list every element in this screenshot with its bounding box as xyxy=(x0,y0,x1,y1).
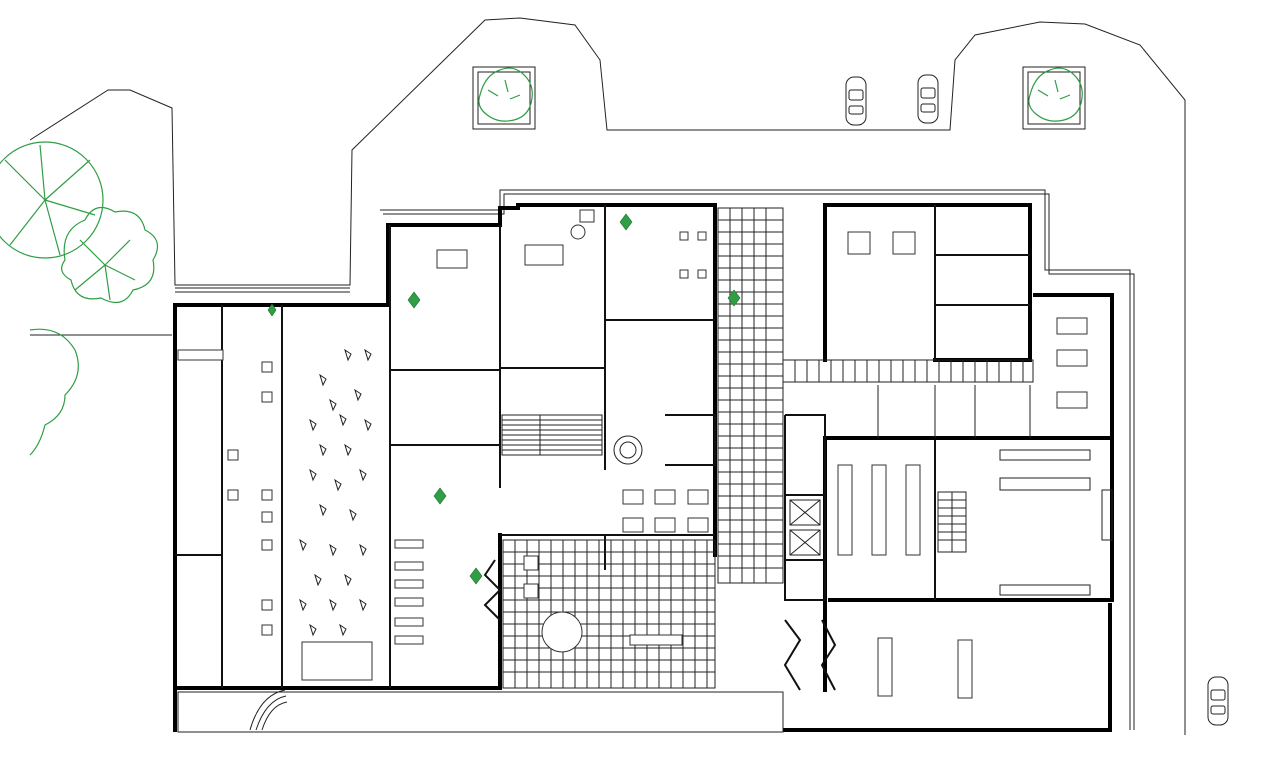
planter-left xyxy=(472,66,536,130)
tree-canopy-2 xyxy=(61,206,159,304)
window-grid-east xyxy=(877,385,1113,541)
stairs-central xyxy=(501,414,603,456)
parked-car-3 xyxy=(1207,676,1229,726)
parked-car-2 xyxy=(917,74,939,124)
tiled-corridor xyxy=(717,207,1034,584)
elevator-shafts xyxy=(789,499,821,556)
cafe-seating xyxy=(177,349,273,636)
office-desks xyxy=(436,209,1088,409)
tree-canopy-1 xyxy=(0,141,104,259)
benches xyxy=(394,539,424,645)
lounge-scatter xyxy=(299,348,373,681)
stairs-east xyxy=(937,491,967,553)
planter-right xyxy=(1022,66,1086,130)
meeting-tables xyxy=(877,637,973,699)
tiled-courtyard xyxy=(502,539,716,689)
site-boundary xyxy=(29,17,1186,735)
interior-walls xyxy=(175,205,1030,691)
spiral-feature xyxy=(613,435,643,465)
storage-racks xyxy=(837,449,1091,596)
parked-car-1 xyxy=(845,76,867,126)
indoor-plants xyxy=(267,213,741,585)
tree-canopy-3 xyxy=(29,328,79,456)
canteen-tables xyxy=(622,231,709,533)
gravel-plaza xyxy=(177,689,784,733)
